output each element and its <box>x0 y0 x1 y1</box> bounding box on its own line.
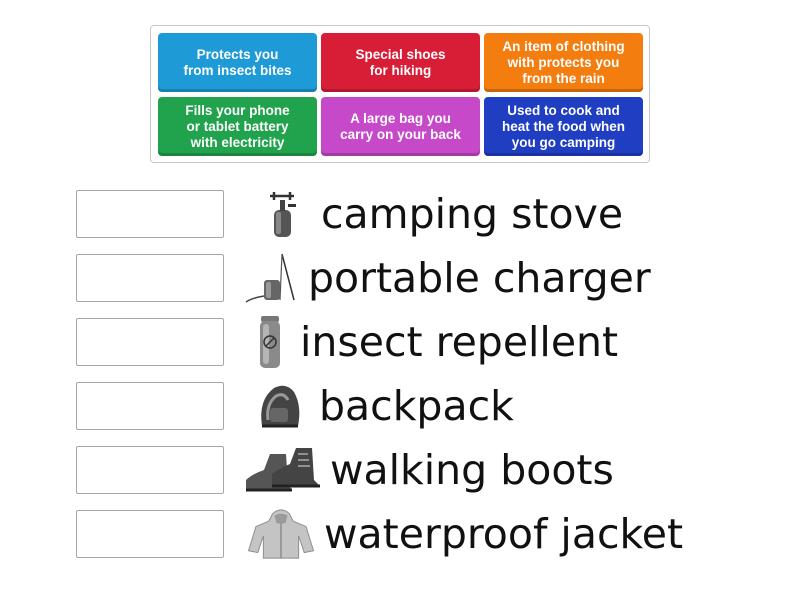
item-label-insect-repellent: insect repellent <box>300 318 619 366</box>
item-label-walking-boots: walking boots <box>330 446 614 494</box>
item-label-backpack: backpack <box>319 382 514 430</box>
match-row-waterproof-jacket: waterproof jacket <box>76 508 736 560</box>
match-row-portable-charger: portable charger <box>76 252 736 304</box>
definition-card-insect-bites[interactable]: Protects you from insect bites <box>158 33 317 92</box>
portable-charger-icon <box>245 253 295 303</box>
definition-card-battery[interactable]: Fills your phone or tablet battery with … <box>158 97 317 156</box>
insect-repellent-icon <box>260 316 280 368</box>
definition-card-bag[interactable]: A large bag you carry on your back <box>321 97 480 156</box>
item-label-camping-stove: camping stove <box>321 190 624 238</box>
drop-target-walking-boots[interactable] <box>76 446 224 494</box>
drop-target-insect-repellent[interactable] <box>76 318 224 366</box>
waterproof-jacket-icon <box>247 509 315 559</box>
match-row-insect-repellent: insect repellent <box>76 316 736 368</box>
drop-target-backpack[interactable] <box>76 382 224 430</box>
drop-target-waterproof-jacket[interactable] <box>76 510 224 558</box>
camping-stove-icon <box>270 192 296 237</box>
definition-card-tray: Protects you from insect bites Special s… <box>150 25 650 163</box>
item-label-portable-charger: portable charger <box>308 254 651 302</box>
walking-boots-icon <box>246 448 320 492</box>
match-row-backpack: backpack <box>76 380 736 432</box>
item-label-waterproof-jacket: waterproof jacket <box>324 510 684 558</box>
definition-card-rain-clothing[interactable]: An item of clothing with protects you fr… <box>484 33 643 92</box>
definition-card-cooking[interactable]: Used to cook and heat the food when you … <box>484 97 643 156</box>
backpack-icon <box>261 385 300 428</box>
drop-target-camping-stove[interactable] <box>76 190 224 238</box>
definition-card-hiking-shoes[interactable]: Special shoes for hiking <box>321 33 480 92</box>
match-row-camping-stove: camping stove <box>76 188 736 240</box>
match-row-walking-boots: walking boots <box>76 444 736 496</box>
drop-target-portable-charger[interactable] <box>76 254 224 302</box>
